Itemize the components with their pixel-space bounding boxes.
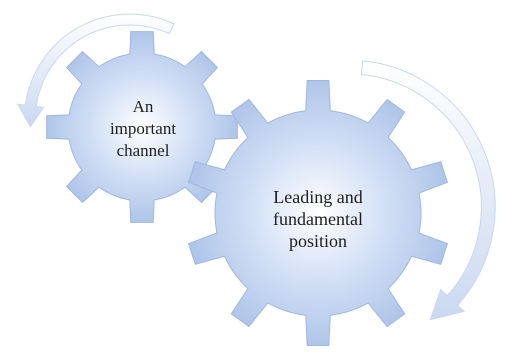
curved-arrow-left [16,13,175,128]
curved-arrow-right [360,60,496,321]
gear-small [46,31,238,223]
gear-large [187,79,449,347]
